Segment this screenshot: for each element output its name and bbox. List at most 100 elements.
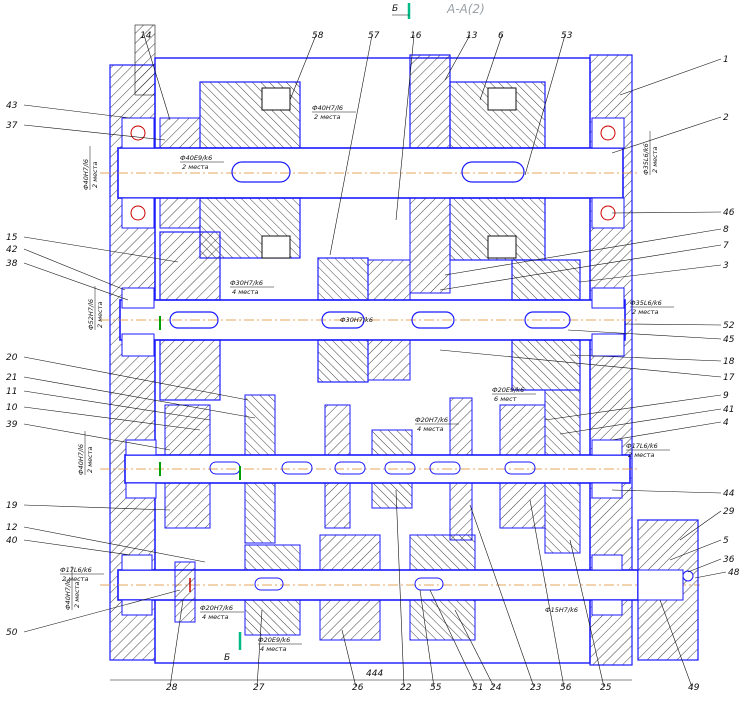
svg-text:Ф40H7/l6: Ф40H7/l6 [312,104,343,112]
leader-line-l15 [23,236,179,263]
callout-t16: 16 [410,31,422,41]
leader-line-r9 [544,394,722,421]
callout-r45: 45 [723,335,735,345]
leader-line-t13 [444,34,471,81]
callout-r52: 52 [723,321,735,331]
leader-line-r52 [624,323,722,326]
svg-text:4 места: 4 места [202,613,228,621]
svg-text:Ф30H7/k6: Ф30H7/k6 [340,316,373,324]
leader-line-r18 [569,354,722,362]
svg-text:2 места: 2 места [651,147,659,173]
svg-text:Ф17L6/k6: Ф17L6/k6 [626,442,658,450]
callout-l50: 50 [6,628,18,638]
callout-t14: 14 [140,31,152,41]
svg-text:2 места: 2 места [628,451,654,459]
callout-b25: 25 [600,683,612,693]
callout-l43: 43 [6,101,18,111]
svg-text:Ф40H7/l6: Ф40H7/l6 [77,444,85,475]
leader-line-l20 [23,356,249,401]
svg-text:2 места: 2 места [96,302,104,328]
callout-l12: 12 [6,523,18,533]
callout-b22: 22 [400,683,412,693]
leader-line-b24 [454,609,495,688]
callout-l42: 42 [6,245,18,255]
callout-r48: 48 [728,568,740,578]
leader-line-b49 [659,599,693,688]
callout-r36: 36 [723,555,735,565]
callout-r18: 18 [723,357,735,367]
leader-line-r4 [611,421,722,441]
callout-t57: 57 [368,31,380,41]
leader-line-r1 [619,58,722,96]
callout-r4: 4 [723,418,729,428]
leader-line-l19 [23,504,171,511]
callout-r3: 3 [723,261,729,271]
svg-text:Ф30H7/k6: Ф30H7/k6 [230,279,263,287]
fit-note-f16: Ф20E9/k64 места [258,636,302,653]
leader-line-r29 [679,510,722,541]
leader-line-r48 [694,571,727,579]
callout-l40: 40 [6,536,18,546]
fit-note-f15: Ф20H7/k64 места [200,604,244,621]
callout-l21: 21 [6,373,17,383]
callout-r46: 46 [723,208,735,218]
callout-l20: 20 [6,353,18,363]
leader-line-r41 [559,408,722,435]
fit-note-f8: Ф35L6/k62 места [630,299,674,316]
svg-text:Ф40E9/k6: Ф40E9/k6 [180,154,212,162]
leader-line-l37 [23,124,166,141]
callout-l10: 10 [6,403,18,413]
shaft-1 [100,147,640,199]
callout-l11: 11 [6,387,17,397]
leader-line-l39 [23,423,171,451]
overall-dimension: 444 [366,669,383,679]
callout-l19: 19 [6,501,18,511]
leader-line-t6 [479,34,503,101]
fit-note-f12: Ф17L6/k62 места [626,442,670,459]
callout-l15: 15 [6,233,18,243]
fit-note-f9: Ф20E9/k66 мест [492,386,536,403]
leader-line-l12 [23,526,206,563]
leader-line-t16 [395,34,415,221]
leader-line-b51 [429,589,477,688]
leader-line-l50 [23,589,181,633]
leader-line-b26 [341,629,357,688]
leader-line-b25 [569,539,605,688]
callout-r2: 2 [723,113,729,123]
shaft-1-bearings [121,117,625,229]
leader-line-r45 [567,329,722,340]
leader-line-l11 [23,390,211,421]
leader-line-l42 [23,248,126,291]
callout-r1: 1 [723,55,729,65]
leader-line-t14 [143,34,171,121]
svg-text:6 мест: 6 мест [494,395,517,403]
svg-text:Ф52H7/l6: Ф52H7/l6 [87,299,95,330]
callout-b28: 28 [166,683,178,693]
callout-b49: 49 [688,683,700,693]
leader-line-r44 [611,489,722,494]
svg-text:2 места: 2 места [86,447,94,473]
leader-line-b22 [395,489,405,688]
clutch-right-shaft-1 [409,54,546,294]
shaft-2-gears [121,231,625,401]
callout-b24: 24 [490,683,502,693]
svg-text:Ф20E9/k6: Ф20E9/k6 [492,386,524,394]
callout-r7: 7 [723,241,729,251]
callout-b26: 26 [352,683,364,693]
callout-r29: 29 [723,507,735,517]
svg-text:Ф20H7/k6: Ф20H7/k6 [200,604,233,612]
svg-text:Ф15H7/k6: Ф15H7/k6 [545,606,578,614]
svg-text:2 места: 2 места [73,582,81,608]
housing-inner-outline [154,57,591,664]
leader-line-b28 [169,599,184,688]
callout-b56: 56 [560,683,572,693]
callout-r8: 8 [723,225,729,235]
section-mark-top: Б [392,4,398,14]
fit-note-f2: Ф40E9/k62 места [180,154,224,171]
svg-text:2 места: 2 места [182,163,208,171]
svg-text:2 места: 2 места [314,113,340,121]
